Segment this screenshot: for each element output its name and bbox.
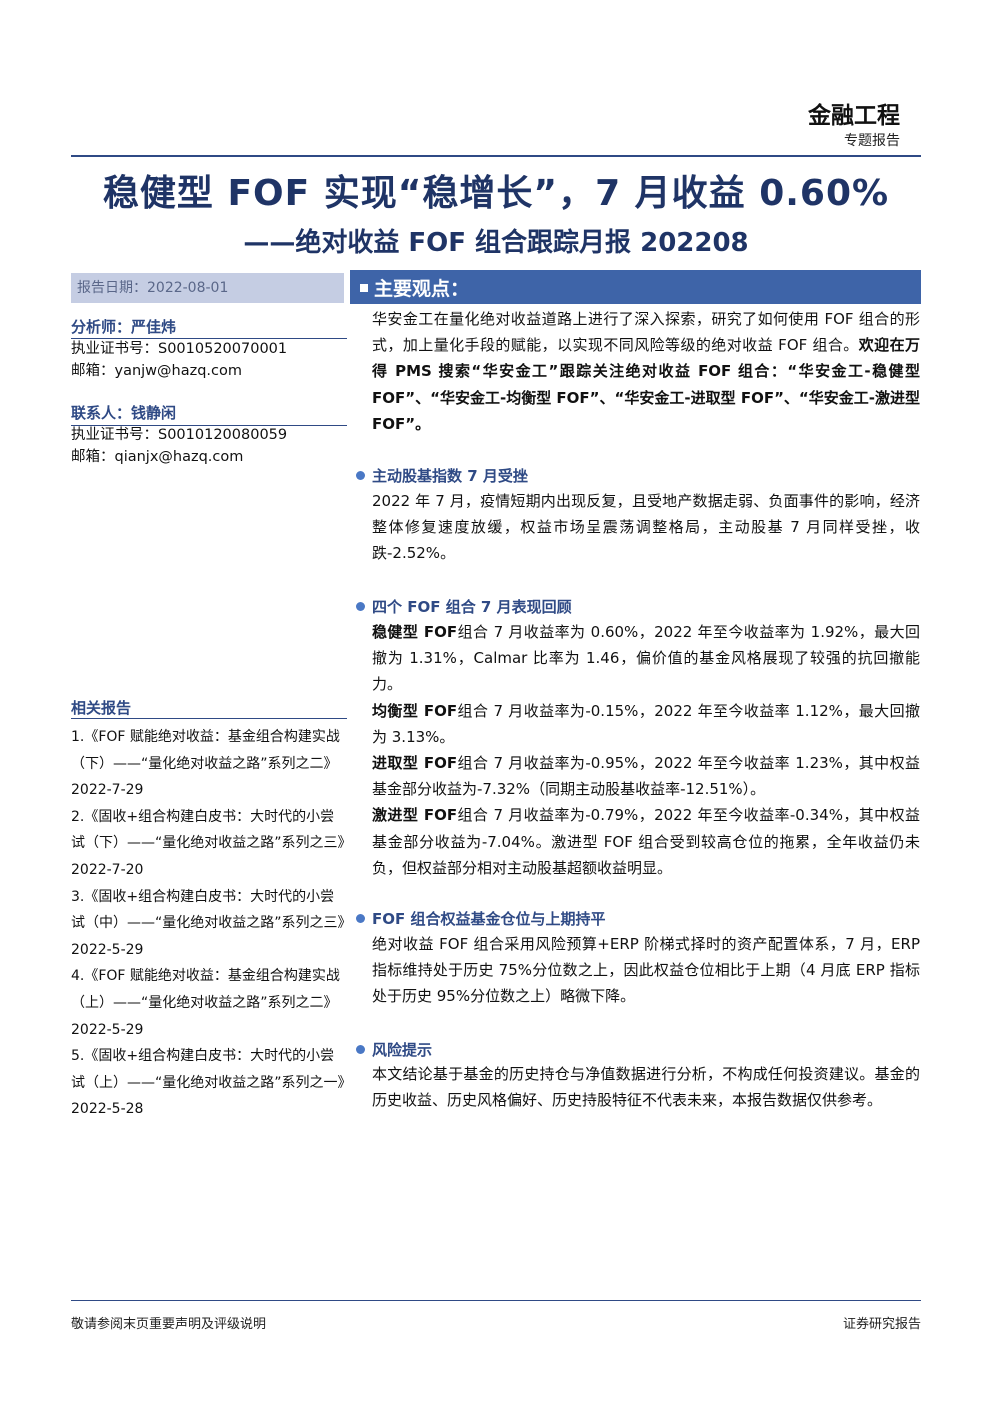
section-body-1: 2022 年 7 月，疫情短期内出现反复，且受地产数据走弱、负面事件的影响，经济… — [372, 488, 920, 567]
circle-bullet-icon — [356, 1045, 365, 1054]
section-title: 主动股基指数 7 月受挫 — [372, 467, 528, 485]
key-points-banner: 主要观点： — [350, 270, 921, 304]
fof-item-aggressive: 激进型 FOF组合 7 月收益率为-0.79%，2022 年至今收益率-0.34… — [372, 802, 920, 881]
report-title: 稳健型 FOF 实现“稳增长”，7 月收益 0.60% — [102, 173, 890, 214]
analyst-name: 分析师：严佳炜 — [71, 318, 177, 336]
section-body-3: 绝对收益 FOF 组合采用风险预算+ERP 阶梯式择时的资产配置体系，7 月，E… — [372, 931, 920, 1010]
related-report-item[interactable]: 1.《FOF 赋能绝对收益：基金组合构建实战（下）——“量化绝对收益之路”系列之… — [71, 729, 340, 799]
circle-bullet-icon — [356, 602, 365, 611]
fof-item-balanced: 均衡型 FOF组合 7 月收益率为-0.15%，2022 年至今收益率 1.12… — [372, 698, 920, 750]
contact-name: 联系人：钱静闲 — [71, 404, 177, 422]
report-subtitle: ——绝对收益 FOF 组合跟踪月报 202208 — [243, 228, 749, 258]
contact-email: 邮箱：qianjx@hazq.com — [71, 449, 244, 465]
fof-text: 组合 7 月收益率为-0.79%，2022 年至今收益率-0.34%，其中权益基… — [372, 806, 920, 877]
square-bullet-icon — [360, 284, 368, 292]
intro-highlight: 欢迎在万得 PMS 搜索“华安金工”跟踪关注绝对收益 FOF 组合：“华安金工-… — [372, 336, 921, 433]
analyst-divider — [71, 338, 347, 339]
fof-text: 组合 7 月收益率为 0.60%，2022 年至今收益率为 1.92%，最大回撤… — [372, 623, 920, 694]
analyst-license: 执业证书号：S0010520070001 — [71, 341, 288, 357]
fof-text: 组合 7 月收益率为-0.95%，2022 年至今收益率 1.23%，其中权益基… — [372, 754, 920, 799]
related-report-item[interactable]: 2.《固收+组合构建白皮书：大时代的小尝试（下）——“量化绝对收益之路”系列之三… — [71, 808, 345, 878]
footer-divider — [71, 1300, 921, 1301]
footer-disclaimer: 敬请参阅末页重要声明及评级说明 — [71, 1317, 267, 1332]
fof-name: 稳健型 FOF — [372, 623, 458, 641]
section-heading-3: FOF 组合权益基金仓位与上期持平 — [356, 908, 605, 929]
related-divider — [71, 718, 347, 719]
key-points-heading: 主要观点： — [374, 278, 470, 300]
fof-name: 均衡型 FOF — [372, 701, 458, 720]
related-report-item[interactable]: 4.《FOF 赋能绝对收益：基金组合构建实战（上）——“量化绝对收益之路”系列之… — [71, 968, 340, 1038]
fof-item-growth: 进取型 FOF组合 7 月收益率为-0.95%，2022 年至今收益率 1.23… — [372, 750, 920, 802]
report-category: 金融工程 — [808, 103, 900, 129]
circle-bullet-icon — [356, 471, 365, 480]
contact-license: 执业证书号：S0010120080059 — [71, 427, 288, 443]
section-title: FOF 组合权益基金仓位与上期持平 — [372, 910, 606, 928]
contact-divider — [71, 425, 347, 426]
fof-name: 激进型 FOF — [372, 806, 458, 825]
section-text: 本文结论基于基金的历史持仓与净值数据进行分析，不构成任何投资建议。基金的历史收益… — [372, 1065, 920, 1110]
section-heading-4: 风险提示 — [356, 1039, 432, 1060]
report-date: 报告日期：2022-08-01 — [71, 273, 344, 303]
section-text: 绝对收益 FOF 组合采用风险预算+ERP 阶梯式择时的资产配置体系，7 月，E… — [372, 935, 920, 1006]
section-heading-1: 主动股基指数 7 月受挫 — [356, 465, 528, 486]
fof-text: 组合 7 月收益率为-0.15%，2022 年至今收益率 1.12%，最大回撤为… — [372, 701, 920, 746]
contact-block: 联系人：钱静闲 执业证书号：S0010120080059 邮箱：qianjx@h… — [71, 402, 347, 468]
related-reports-title: 相关报告 — [71, 699, 132, 717]
circle-bullet-icon — [356, 914, 365, 923]
header-divider — [71, 155, 921, 157]
fof-name: 进取型 FOF — [372, 754, 458, 773]
section-title: 四个 FOF 组合 7 月表现回顾 — [372, 598, 572, 616]
related-report-item[interactable]: 3.《固收+组合构建白皮书：大时代的小尝试（中）——“量化绝对收益之路”系列之三… — [71, 888, 345, 958]
report-type: 专题报告 — [844, 133, 900, 149]
footer-label: 证券研究报告 — [842, 1317, 921, 1332]
intro-text: 华安金工在量化绝对收益道路上进行了深入探索，研究了如何使用 FOF 组合的形式，… — [372, 310, 920, 355]
section-body-4: 本文结论基于基金的历史持仓与净值数据进行分析，不构成任何投资建议。基金的历史收益… — [372, 1061, 920, 1113]
analyst-block: 分析师：严佳炜 执业证书号：S0010520070001 邮箱：yanjw@ha… — [71, 316, 347, 382]
intro-paragraph: 华安金工在量化绝对收益道路上进行了深入探索，研究了如何使用 FOF 组合的形式，… — [372, 306, 920, 437]
analyst-email: 邮箱：yanjw@hazq.com — [71, 363, 243, 379]
fof-item-steady: 稳健型 FOF组合 7 月收益率为 0.60%，2022 年至今收益率为 1.9… — [372, 619, 920, 698]
section-body-2: 稳健型 FOF组合 7 月收益率为 0.60%，2022 年至今收益率为 1.9… — [372, 619, 920, 881]
section-title: 风险提示 — [372, 1041, 433, 1059]
related-reports-list: 1.《FOF 赋能绝对收益：基金组合构建实战（下）——“量化绝对收益之路”系列之… — [71, 724, 347, 1123]
section-heading-2: 四个 FOF 组合 7 月表现回顾 — [356, 596, 572, 617]
section-text: 2022 年 7 月，疫情短期内出现反复，且受地产数据走弱、负面事件的影响，经济… — [372, 492, 920, 563]
related-report-item[interactable]: 5.《固收+组合构建白皮书：大时代的小尝试（上）——“量化绝对收益之路”系列之一… — [71, 1048, 345, 1118]
